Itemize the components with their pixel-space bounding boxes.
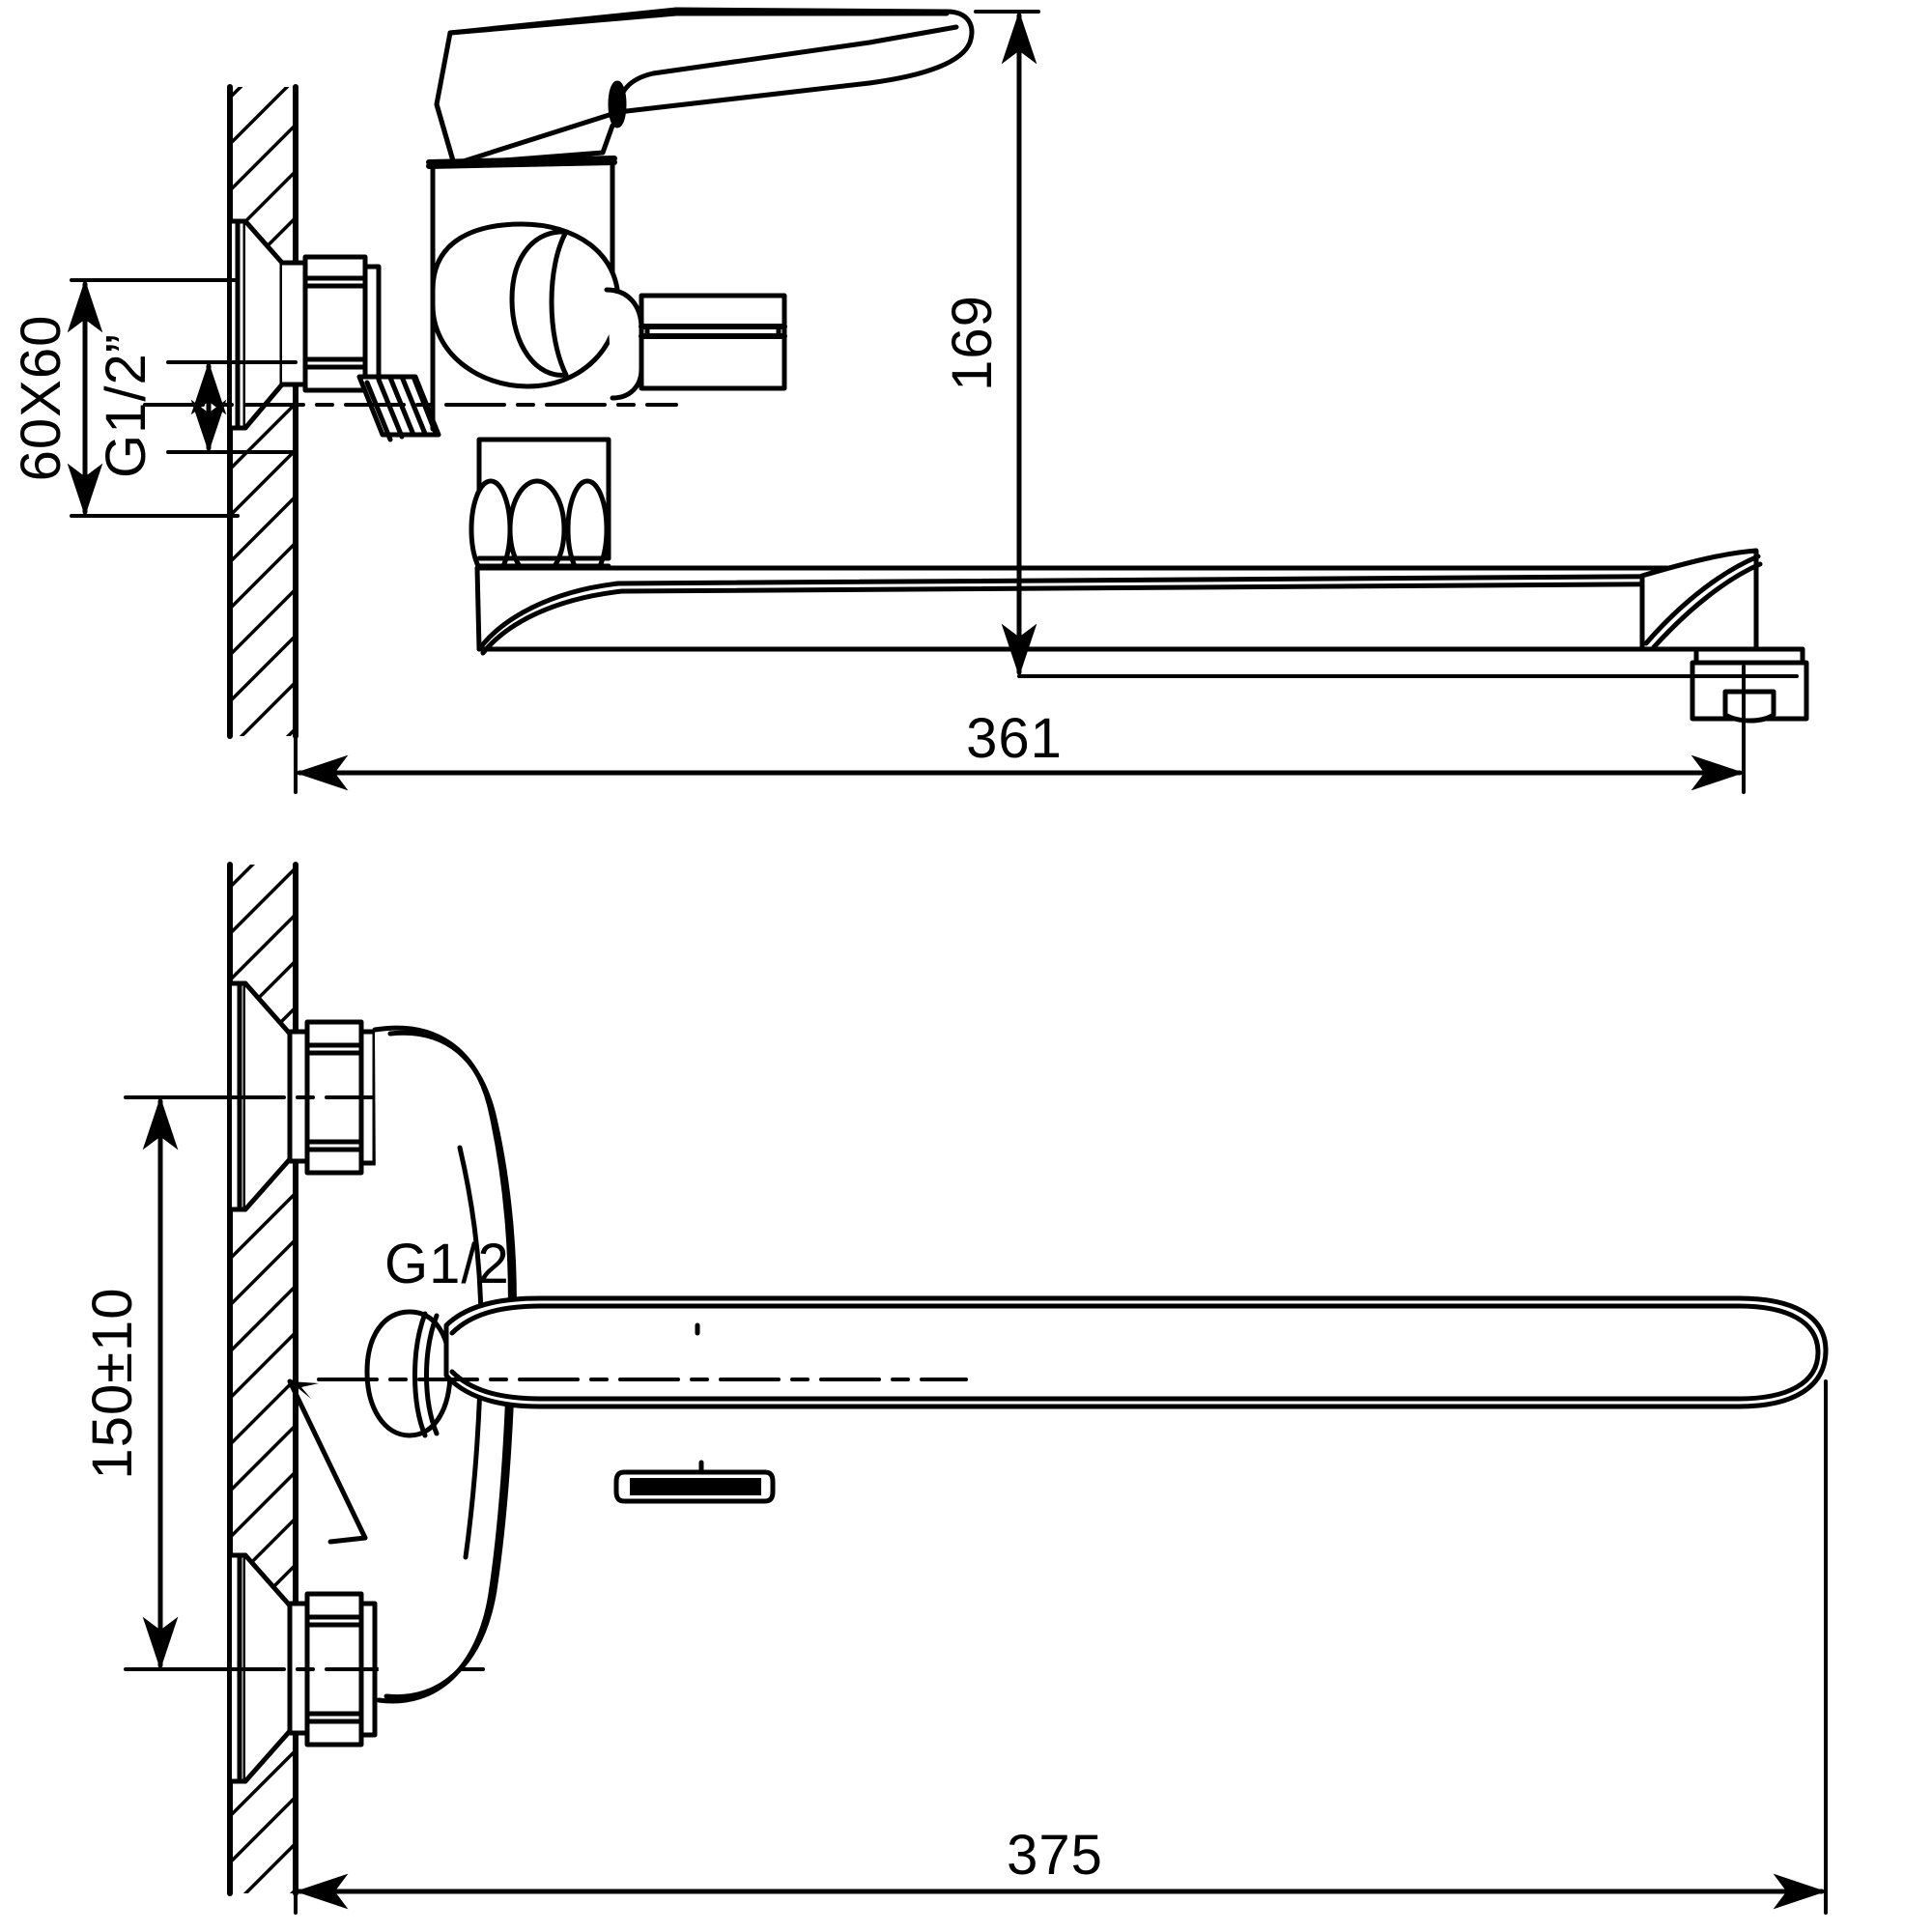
spout-front: [317, 1295, 1829, 1504]
body-nose-front: [364, 1309, 453, 1438]
side-stem-right: [639, 293, 787, 391]
leader-arrow-g12-front: [290, 1381, 319, 1399]
label-361: 361: [966, 707, 1063, 770]
front-view-group: [124, 862, 1829, 1896]
threaded-nipple-side: [356, 374, 441, 442]
leader-shoulder-g12-front: [327, 1535, 368, 1545]
label-60x60: 60X60: [10, 315, 72, 482]
label-169: 169: [941, 295, 1004, 391]
side-view-dimensions: [67, 10, 1799, 794]
cartridge-cap-side: [426, 156, 617, 169]
outlet-collar-side: [469, 437, 611, 581]
leader-line-g12-front: [287, 1378, 368, 1541]
label-150-tolerance: 150±10: [81, 1287, 144, 1479]
hex-nut-side: [302, 254, 382, 393]
mixer-body-side: [430, 159, 644, 432]
side-view-group: [227, 7, 1809, 739]
label-g12-inch: G1/2”: [95, 333, 157, 478]
front-view-dimensions: [142, 1095, 1828, 1915]
label-375: 375: [1007, 1824, 1103, 1887]
spout-side: [474, 548, 1809, 724]
label-g12-front: G1/2: [384, 1233, 510, 1295]
lever-handle-side: [434, 7, 975, 167]
dimension-labels: 60X60 G1/2” 169 361 150±10 G1/2 375: [10, 295, 1103, 1887]
